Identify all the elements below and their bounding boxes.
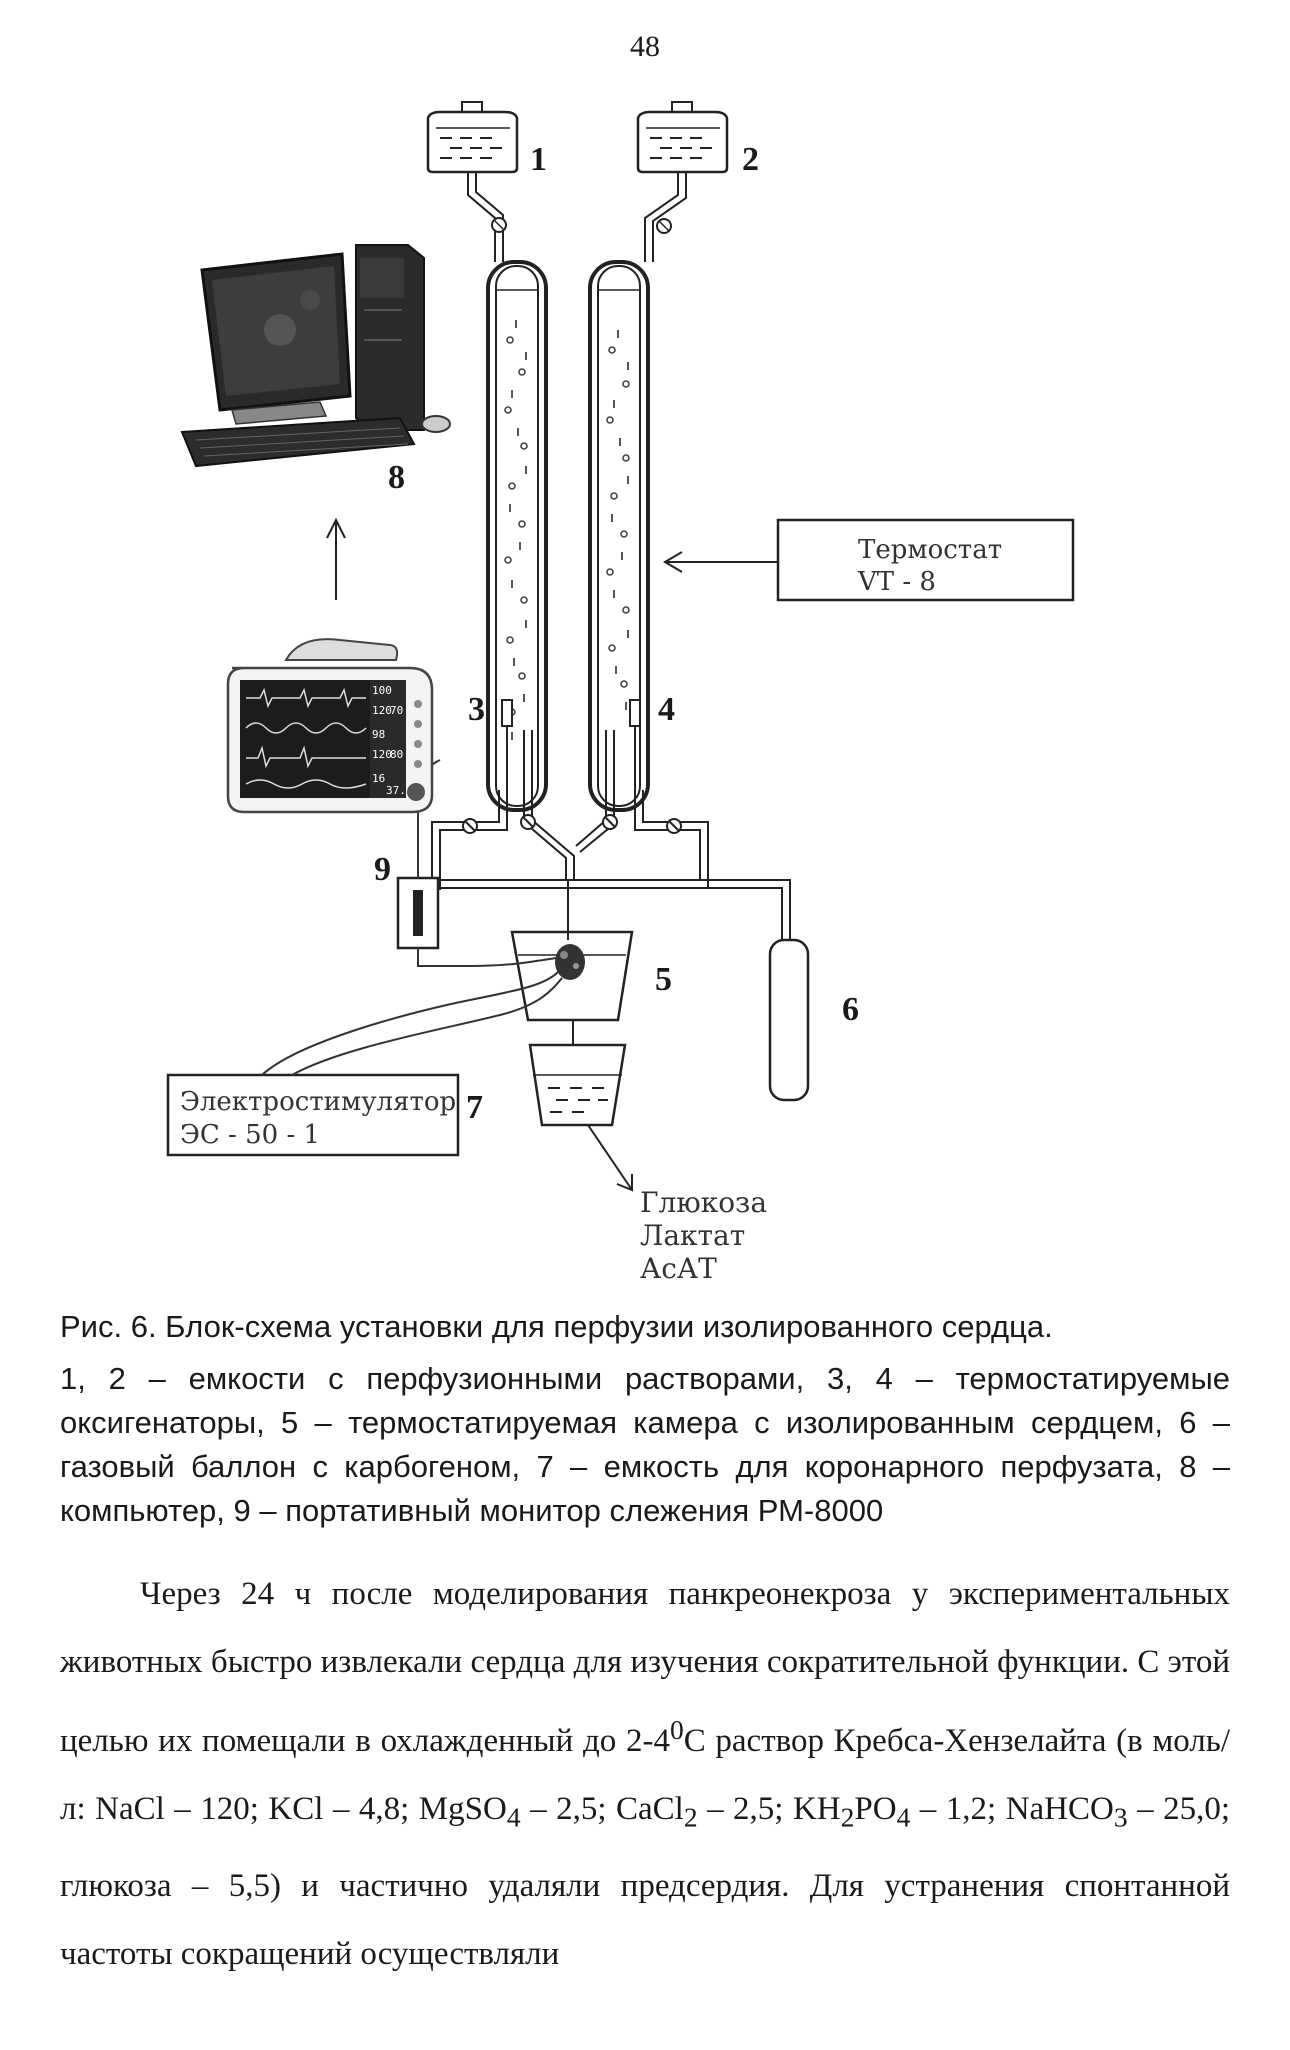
product-lactate: Лактат bbox=[640, 1219, 745, 1252]
subscript: 2 bbox=[840, 1801, 855, 1833]
thermostat-box: Термостат VT - 8 bbox=[776, 518, 1075, 602]
monitor-v1: 100 bbox=[372, 684, 392, 697]
arrow-to-products bbox=[587, 1124, 633, 1192]
subscript: 4 bbox=[896, 1801, 911, 1833]
reservoir-1 bbox=[426, 101, 519, 262]
stimulator-line1: Электростимулятор bbox=[180, 1087, 456, 1117]
thermostat-line2: VT - 8 bbox=[857, 567, 936, 597]
label-4: 4 bbox=[658, 691, 675, 728]
monitor-v3: 70 bbox=[390, 704, 403, 717]
reservoir-2 bbox=[636, 101, 729, 262]
label-9: 9 bbox=[374, 851, 391, 888]
electrostimulator-box: Электростимулятор ЭС - 50 - 1 bbox=[166, 1073, 460, 1157]
connector-box bbox=[396, 876, 440, 950]
collection-cup bbox=[528, 1043, 627, 1127]
caption-title: Рис. 6. Блок-схема установки для перфузи… bbox=[60, 1309, 1053, 1344]
stimulator-line2: ЭС - 50 - 1 bbox=[180, 1120, 320, 1150]
monitor-v5: 120 bbox=[372, 748, 392, 761]
page-number: 48 bbox=[630, 30, 660, 63]
tubing bbox=[431, 790, 791, 950]
monitor-v7: 16 bbox=[372, 772, 385, 785]
label-1: 1 bbox=[530, 141, 547, 178]
monitor-v2: 120 bbox=[372, 704, 392, 717]
product-asat: АсАТ bbox=[640, 1252, 717, 1285]
gas-cylinder bbox=[768, 938, 810, 1102]
label-8: 8 bbox=[388, 459, 405, 496]
monitor-v4: 98 bbox=[372, 728, 385, 741]
body-text-g: – 25,0; глюкоза – 5,5) и частично удалял… bbox=[60, 1791, 1231, 1972]
product-glucose: Глюкоза bbox=[640, 1186, 767, 1219]
superscript-degree: 0 bbox=[669, 1714, 684, 1745]
oxygenator-4 bbox=[588, 260, 650, 812]
stimulator-wires bbox=[261, 971, 563, 1076]
arrow-to-oxygenator bbox=[663, 551, 778, 573]
label-5: 5 bbox=[655, 961, 672, 998]
subscript: 2 bbox=[683, 1801, 698, 1833]
perfusion-chamber bbox=[510, 880, 634, 1061]
body-text-b: С раствор Кребса-Хензелайта (в моль/л: N… bbox=[60, 1723, 1230, 1827]
label-2: 2 bbox=[742, 141, 759, 178]
body-paragraph: Через 24 ч после моделирования панкреоне… bbox=[60, 1560, 1230, 1988]
valves bbox=[462, 814, 682, 834]
label-6: 6 bbox=[842, 991, 859, 1028]
figure-perfusion-setup: 1 2 bbox=[166, 101, 1075, 1285]
label-7: 7 bbox=[466, 1089, 483, 1126]
patient-monitor-icon: 100 120 70 98 120 80 16 37.1 bbox=[226, 638, 434, 814]
body-text-a: Через 24 ч после моделирования панкреоне… bbox=[60, 1576, 1230, 1759]
body-text-d: – 2,5; KH bbox=[697, 1791, 841, 1827]
subscript: 3 bbox=[1113, 1801, 1128, 1833]
monitor-v8: 37.1 bbox=[386, 784, 413, 797]
body-text-c: – 2,5; CaCl bbox=[520, 1791, 684, 1827]
thermostat-line1: Термостат bbox=[858, 535, 1002, 565]
subscript: 4 bbox=[506, 1801, 521, 1833]
caption-legend: 1, 2 – емкости с перфузионными растворам… bbox=[60, 1361, 1230, 1528]
monitor-v6: 80 bbox=[390, 748, 403, 761]
arrow-to-computer bbox=[326, 517, 346, 600]
body-text-f: – 1,2; NaHCO bbox=[910, 1791, 1114, 1827]
computer-icon bbox=[180, 244, 451, 468]
heart-icon bbox=[555, 944, 585, 980]
label-3: 3 bbox=[468, 691, 485, 728]
oxygenator-3 bbox=[486, 260, 548, 812]
figure-caption: Рис. 6. Блок-схема установки для перфузи… bbox=[60, 1305, 1230, 1533]
body-text-e: PO bbox=[854, 1791, 897, 1827]
